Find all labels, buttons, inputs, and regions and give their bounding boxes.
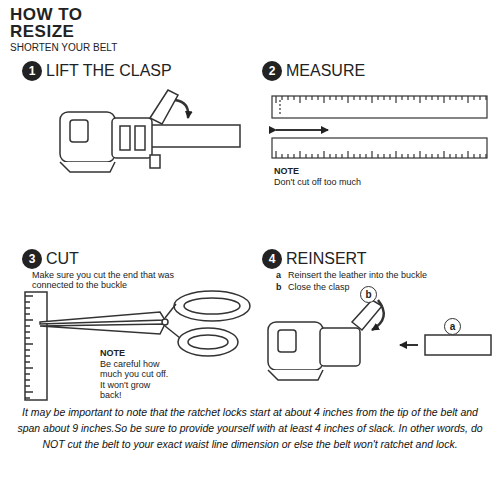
node-text: 3	[29, 252, 36, 266]
step-heading: REINSERT	[286, 250, 486, 268]
callout-letter: a	[444, 318, 461, 335]
note-heading: NOTE	[274, 166, 334, 176]
caption: It may be important to note that the rat…	[10, 405, 490, 452]
title: HOW TO RESIZE	[10, 6, 100, 40]
step-heading: MEASURE	[286, 62, 486, 80]
step-number: 4	[262, 249, 282, 269]
instruction-text: Close the clasp	[288, 282, 488, 292]
note-heading: NOTE	[100, 348, 140, 358]
step-heading: CUT	[46, 250, 246, 268]
callout-letter: b	[360, 286, 377, 303]
node-text: 1	[29, 64, 36, 78]
step-number: 1	[22, 61, 42, 81]
step-number: 3	[22, 249, 42, 269]
note-text: Be careful how much you cut off. It won'…	[100, 359, 172, 400]
scissors	[25, 291, 250, 400]
step-letter: b	[276, 282, 286, 292]
instruction-text: Make sure you cut the end that was conne…	[32, 270, 192, 291]
subtitle: SHORTEN YOUR BELT	[10, 42, 210, 54]
note-text: Don't cut off too much	[274, 177, 474, 187]
step-letter: a	[276, 270, 286, 280]
node-text: b	[365, 289, 371, 300]
step-heading: LIFT THE CLASP	[46, 62, 246, 80]
buckle-open	[60, 90, 240, 172]
ruler	[272, 96, 487, 158]
node-text: 4	[269, 252, 276, 266]
node-text: 2	[269, 64, 276, 78]
step-number: 2	[262, 61, 282, 81]
buckle-closed	[268, 300, 491, 380]
instruction-text: Reinsert the leather into the buckle	[288, 270, 488, 280]
node-text: a	[450, 321, 456, 332]
